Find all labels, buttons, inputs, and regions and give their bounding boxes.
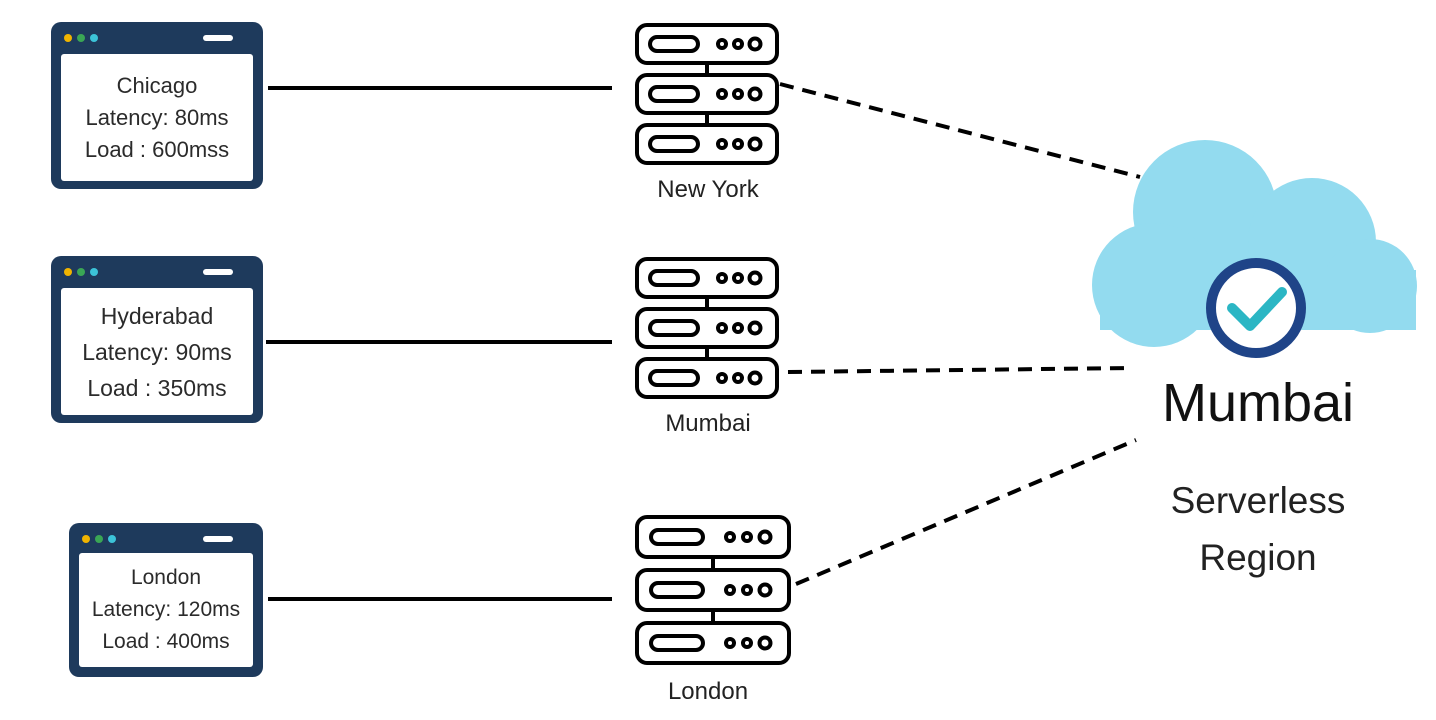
client-window-chicago: Chicago Latency: 80ms Load : 600mss (51, 22, 263, 189)
link-mumbai-region (787, 366, 1133, 374)
client-window-london: London Latency: 120ms Load : 400ms (69, 523, 263, 677)
window-dot-icon (108, 535, 116, 543)
client-city: London (130, 566, 202, 589)
window-bar-icon (203, 269, 233, 275)
client-latency: Latency: 120ms (91, 598, 241, 621)
cloud-icon (1092, 140, 1417, 347)
window-dot-icon (82, 535, 90, 543)
window-dot-icon (95, 535, 103, 543)
client-screen: Hyderabad Latency: 90ms Load : 350ms (61, 288, 253, 415)
client-load: Load : 400ms (102, 630, 230, 653)
server-label-london: London (667, 678, 749, 705)
window-bar-icon (203, 35, 233, 41)
server-label-new-york: New York (657, 176, 759, 203)
window-dot-icon (90, 34, 98, 42)
window-titlebar (51, 256, 263, 288)
window-dot-icon (64, 34, 72, 42)
server-rack-icon (635, 257, 779, 399)
window-bar-icon (203, 536, 233, 542)
check-icon (1206, 258, 1306, 358)
client-city: Chicago (116, 72, 198, 98)
server-label-mumbai: Mumbai (665, 410, 751, 437)
link-newyork-region (779, 82, 1141, 179)
client-city: Hyderabad (100, 302, 214, 329)
window-titlebar (51, 22, 263, 54)
window-dot-icon (64, 268, 72, 276)
region-subtitle-line-1: Serverless (1170, 480, 1346, 521)
region-title: Mumbai (1161, 373, 1355, 433)
client-screen: London Latency: 120ms Load : 400ms (79, 553, 253, 667)
region-subtitle: Serverless Region (1100, 472, 1416, 586)
client-latency: Latency: 90ms (82, 338, 232, 365)
client-latency: Latency: 80ms (85, 104, 229, 130)
client-load: Load : 350ms (87, 374, 227, 401)
client-load: Load : 600mss (84, 136, 230, 162)
server-rack-icon (635, 515, 791, 665)
client-window-hyderabad: Hyderabad Latency: 90ms Load : 350ms (51, 256, 263, 423)
window-dot-icon (77, 268, 85, 276)
window-dot-icon (90, 268, 98, 276)
region-subtitle-line-2: Region (1199, 537, 1317, 578)
window-dot-icon (77, 34, 85, 42)
server-rack-icon (635, 23, 779, 165)
client-screen: Chicago Latency: 80ms Load : 600mss (61, 54, 253, 181)
window-titlebar (69, 523, 263, 555)
link-london-region (795, 438, 1137, 586)
